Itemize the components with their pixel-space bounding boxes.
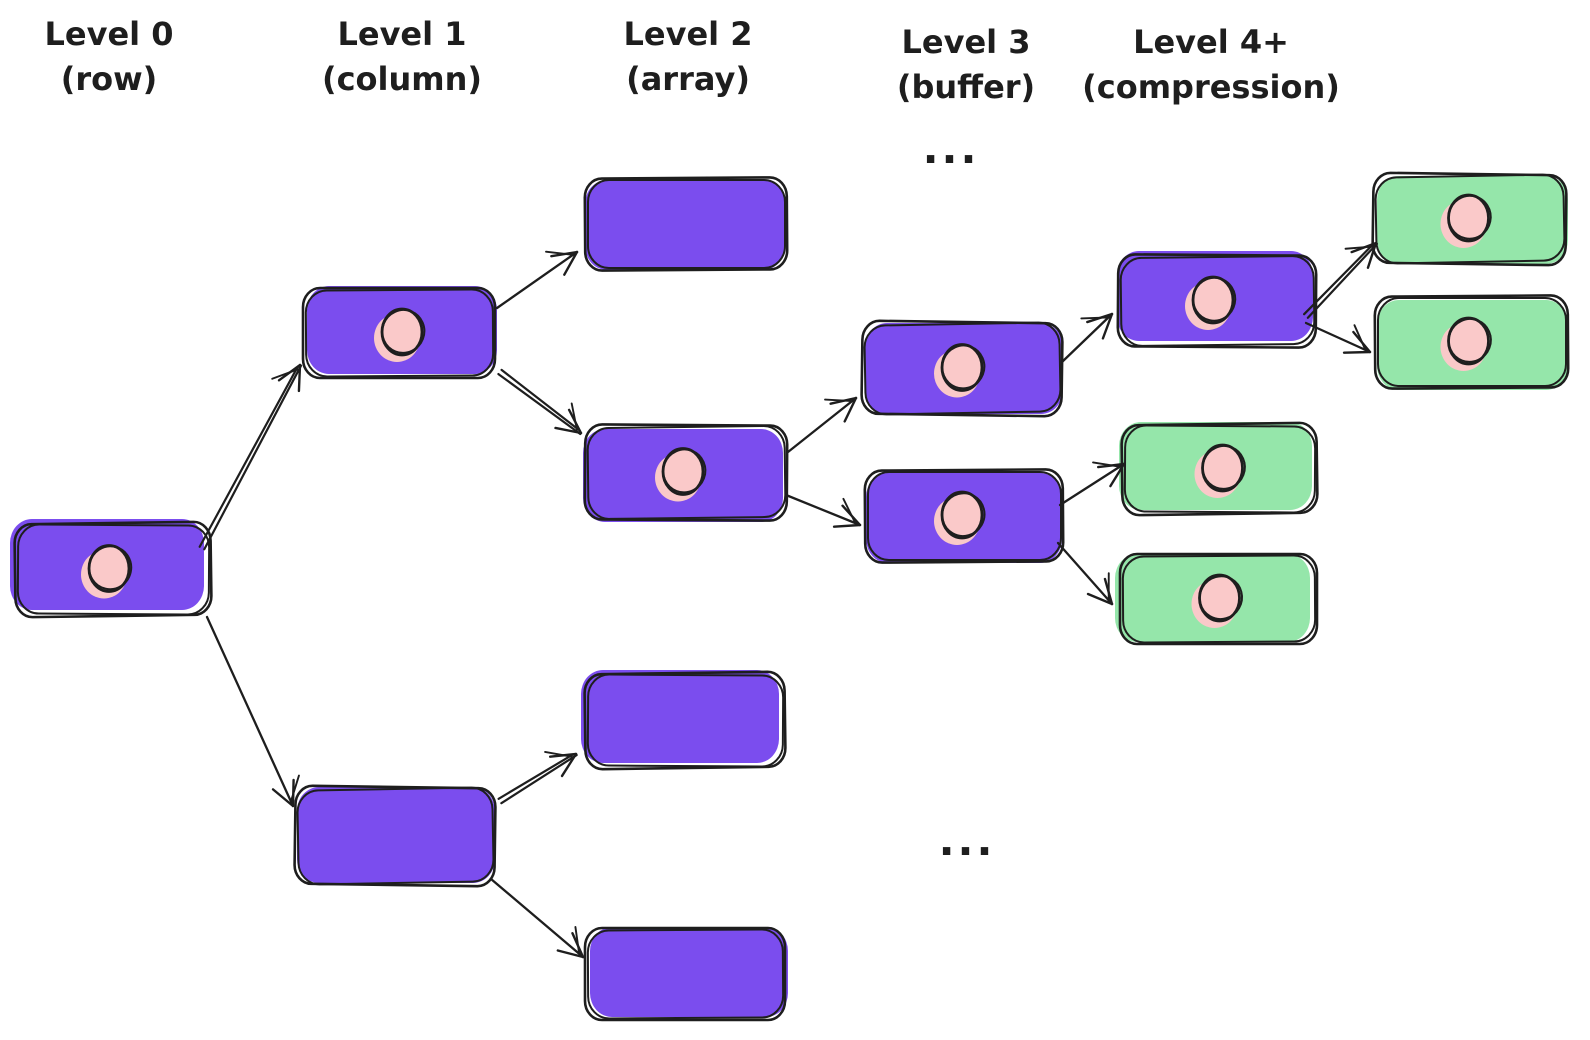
node-outline-sketch bbox=[1121, 554, 1317, 644]
column-header-level-2: Level 2 (array) bbox=[623, 12, 752, 102]
node-outline bbox=[583, 423, 789, 522]
header-subtitle: (compression) bbox=[1082, 68, 1340, 106]
node-outline-sketch bbox=[586, 928, 785, 1020]
marker-dot bbox=[1191, 573, 1243, 628]
header-subtitle: (column) bbox=[321, 60, 483, 98]
node-outline-sketch bbox=[1377, 297, 1567, 387]
header-title: Level 1 bbox=[337, 15, 467, 53]
node-outline-sketch bbox=[586, 673, 785, 768]
marker-dot bbox=[81, 544, 133, 599]
ellipsis-bottom: ... bbox=[938, 816, 996, 865]
arrow-l4purple-to-leaf-top bbox=[1303, 241, 1378, 319]
node-level4-compression-purple bbox=[1116, 251, 1318, 349]
node-outline bbox=[1120, 421, 1319, 517]
arrow-l3b1-to-l4purple bbox=[1060, 312, 1114, 364]
node-level4-leaf-green-top bbox=[1371, 171, 1568, 267]
marker-dot bbox=[934, 343, 986, 398]
marker-dot bbox=[1440, 193, 1492, 248]
header-title: Level 2 bbox=[623, 15, 753, 53]
node-fill bbox=[585, 180, 785, 270]
node-outline bbox=[583, 670, 787, 771]
node-level2-array-1 bbox=[583, 176, 789, 272]
node-outline-sketch bbox=[863, 321, 1062, 416]
node-outline-sketch bbox=[587, 179, 786, 269]
node-outline bbox=[1118, 552, 1319, 646]
node-outline bbox=[13, 520, 213, 619]
node-outline bbox=[583, 176, 789, 272]
arrow-root-to-l1bottom bbox=[205, 615, 300, 808]
node-level2-array-2 bbox=[583, 423, 789, 522]
node-level2-array-3 bbox=[581, 670, 787, 771]
arrow-l3b2-to-l4green2 bbox=[1056, 541, 1114, 606]
node-outline bbox=[583, 926, 787, 1022]
node-level0-row bbox=[10, 519, 213, 619]
node-outline bbox=[860, 319, 1064, 418]
node-outline bbox=[293, 784, 497, 888]
node-outline-sketch bbox=[1119, 255, 1316, 347]
marker-dot bbox=[1185, 275, 1237, 330]
column-header-level-0: Level 0 (row) bbox=[44, 12, 173, 102]
node-level3-buffer-1 bbox=[860, 319, 1064, 418]
arrow-root-to-l1top bbox=[198, 363, 303, 551]
marker-dot bbox=[1440, 316, 1492, 371]
node-level4-compression-green-2 bbox=[1115, 552, 1319, 646]
arrow-l1top-to-l2a2 bbox=[497, 368, 583, 436]
arrow-l2a2-to-l3b2 bbox=[784, 493, 862, 528]
node-outline-sketch bbox=[1374, 173, 1566, 265]
node-fill bbox=[581, 670, 779, 763]
node-outline bbox=[863, 468, 1065, 564]
node-outline-sketch bbox=[586, 425, 787, 520]
arrow-l1bottom-to-l2a4 bbox=[489, 877, 585, 959]
node-level4-leaf-green-bottom bbox=[1373, 294, 1570, 390]
node-outline bbox=[1373, 294, 1570, 390]
node-outline bbox=[1371, 171, 1568, 267]
marker-dot bbox=[1194, 443, 1246, 498]
marker-dot bbox=[934, 490, 986, 545]
node-outline-sketch bbox=[304, 288, 495, 378]
node-level4-compression-green-1 bbox=[1119, 421, 1319, 517]
arrow-l1top-to-l2a1 bbox=[495, 250, 579, 310]
arrow-l1bottom-to-l2a3 bbox=[497, 751, 578, 805]
node-level2-array-4 bbox=[583, 926, 788, 1022]
node-fill bbox=[297, 787, 495, 883]
header-subtitle: (buffer) bbox=[896, 68, 1036, 106]
arrow-l3b2-to-l4green1 bbox=[1058, 461, 1126, 507]
column-header-level-3: Level 3 (buffer) bbox=[897, 20, 1035, 110]
header-subtitle: (array) bbox=[626, 60, 750, 98]
header-title: Level 3 bbox=[901, 23, 1031, 61]
node-outline-sketch bbox=[296, 786, 495, 886]
node-level1-column-bottom bbox=[293, 784, 497, 888]
node-level3-buffer-2 bbox=[863, 468, 1065, 564]
marker-dot bbox=[374, 307, 426, 362]
node-outline-sketch bbox=[867, 471, 1062, 561]
arrow-l4purple-to-leaf-bottom bbox=[1304, 321, 1372, 354]
node-outline bbox=[301, 286, 497, 380]
node-outline-sketch bbox=[16, 523, 211, 616]
ellipsis-top: ... bbox=[922, 124, 980, 173]
header-subtitle: (row) bbox=[60, 60, 158, 98]
header-title: Level 0 bbox=[44, 15, 174, 53]
column-header-level-1: Level 1 (column) bbox=[322, 12, 482, 102]
header-title: Level 4+ bbox=[1133, 23, 1289, 61]
node-fill bbox=[590, 927, 788, 1017]
column-header-level-4: Level 4+ (compression) bbox=[1082, 20, 1340, 110]
node-outline-sketch bbox=[1123, 424, 1317, 514]
arrow-l2a2-to-l3b1 bbox=[786, 396, 858, 454]
node-level1-column-top bbox=[301, 286, 497, 380]
marker-dot bbox=[655, 447, 707, 502]
